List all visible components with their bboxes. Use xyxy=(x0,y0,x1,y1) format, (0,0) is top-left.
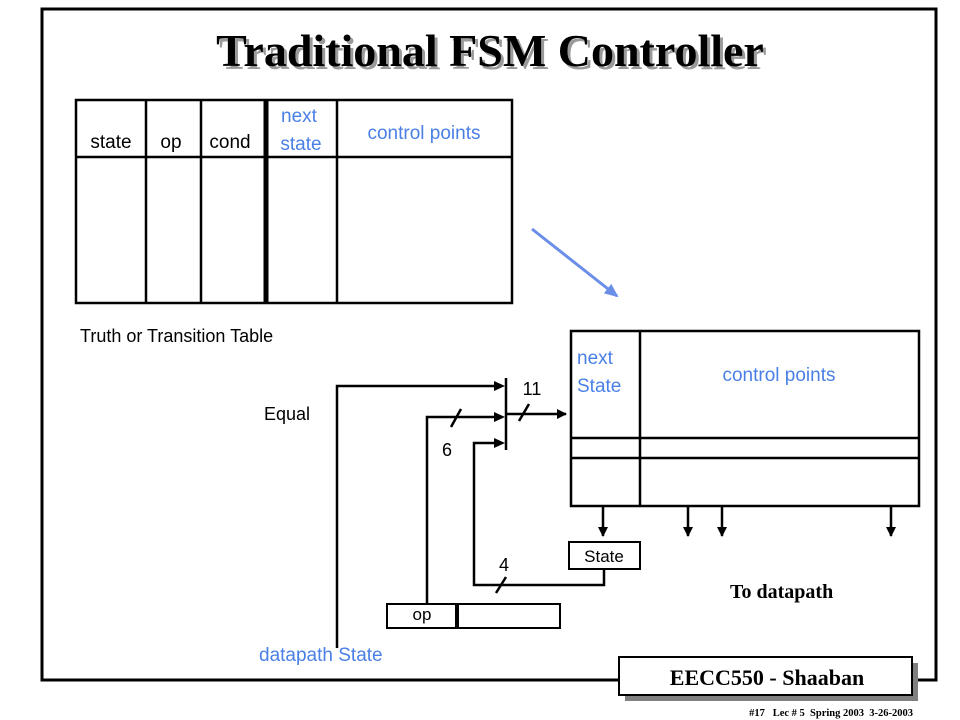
rom-next-state-line2: State xyxy=(577,376,621,397)
truth-table: state op cond next state control points xyxy=(74,98,514,305)
state-register-label: State xyxy=(584,547,624,566)
to-datapath-label: To datapath xyxy=(730,581,833,603)
footer-course-label: EECC550 - Shaaban xyxy=(670,665,864,690)
footer-lecture-info: #17 Lec # 5 Spring 2003 3-26-2003 xyxy=(749,708,913,719)
bus-width-11: 11 xyxy=(523,379,542,399)
rom-block: next State control points xyxy=(569,329,921,508)
column-header-control-points: control points xyxy=(367,123,480,144)
column-header-op: op xyxy=(160,132,181,153)
column-header-cond: cond xyxy=(209,132,250,153)
truth-table-frame xyxy=(74,98,514,305)
slide-frame xyxy=(40,7,938,682)
column-header-next-state-line2: state xyxy=(280,134,321,155)
rom-control-points: control points xyxy=(722,365,835,386)
column-header-next-state-line1: next xyxy=(281,106,318,127)
op-signal-line xyxy=(425,415,500,604)
state-feedback-arrowhead xyxy=(494,438,505,448)
equal-signal-arrowhead xyxy=(494,381,505,391)
bus-width-slash xyxy=(494,576,508,594)
rom-next-state-line1: next xyxy=(577,348,614,369)
op-register xyxy=(386,603,561,629)
equal-label: Equal xyxy=(264,404,310,424)
truth-table-caption: Truth or Transition Table xyxy=(80,326,273,346)
datapath-state-label: datapath State xyxy=(259,645,383,666)
transform-arrow xyxy=(531,227,619,298)
footer-box xyxy=(618,656,913,696)
op-register-label: op xyxy=(413,605,432,624)
title-shadow: Traditional FSM Controller xyxy=(219,28,767,79)
bus-width-6: 6 xyxy=(442,440,452,460)
bus-width-slash xyxy=(449,408,463,428)
op-signal-arrowhead xyxy=(494,412,505,422)
state-feedback-line xyxy=(472,441,606,587)
column-header-state: state xyxy=(90,132,131,153)
equal-signal-line xyxy=(335,384,500,648)
page-title: Traditional FSM Controller xyxy=(216,25,764,76)
bus-width-4: 4 xyxy=(499,555,509,575)
rom-frame xyxy=(569,329,921,508)
bus-width-slash xyxy=(517,403,531,422)
